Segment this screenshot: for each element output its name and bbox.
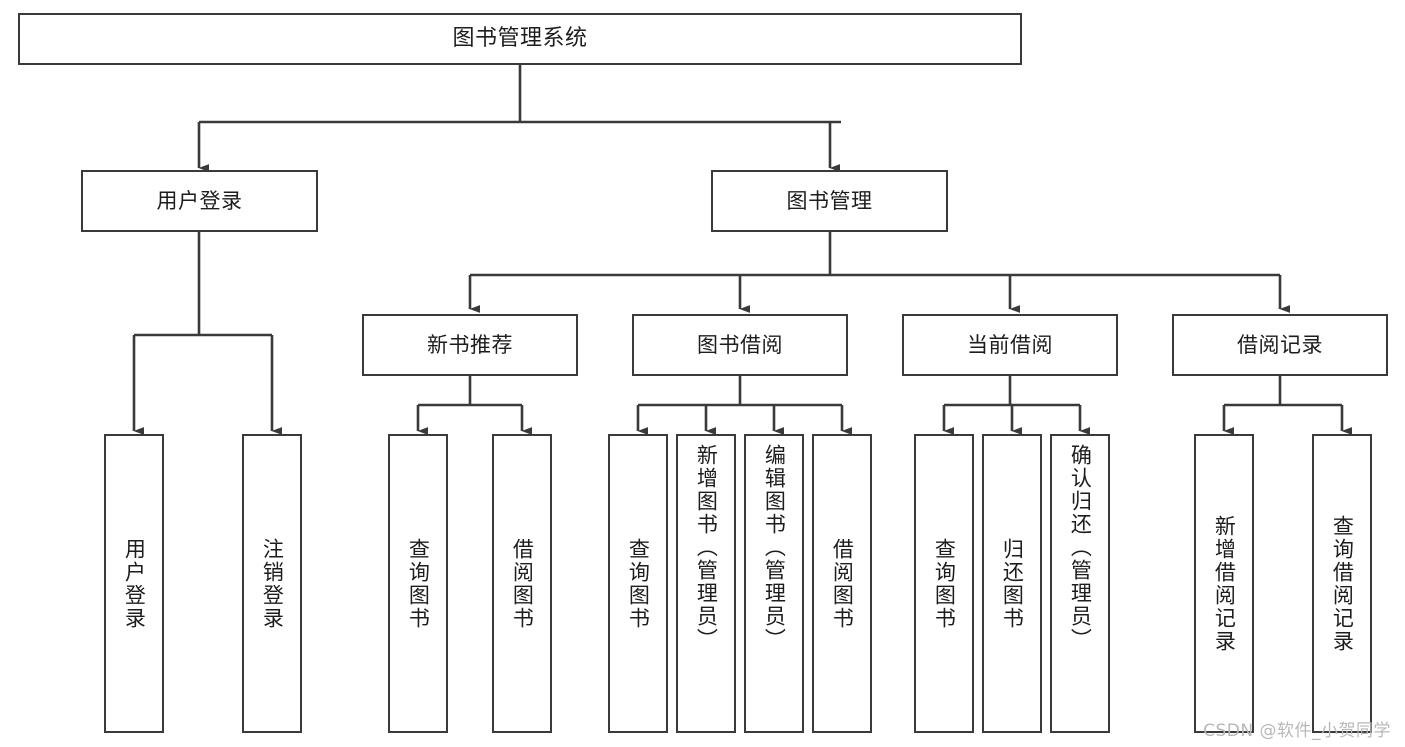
leaf-borrow-edit-book-admin[interactable]: 编辑图书（管理员） [744,434,804,733]
node-new-book-recommend[interactable]: 新书推荐 [362,314,578,376]
leaf-borrow-borrow-book[interactable]: 借阅图书 [812,434,872,733]
node-label: 图书管理系统 [452,26,588,52]
node-label: 借阅记录 [1237,332,1323,357]
node-label: 查询图书 [932,537,957,630]
leaf-user-login[interactable]: 用户登录 [104,434,164,733]
node-label: 借阅图书 [510,537,535,630]
node-label: 新增借阅记录 [1212,514,1237,653]
leaf-current-return-book[interactable]: 归还图书 [982,434,1042,733]
leaf-borrow-query-book[interactable]: 查询图书 [608,434,668,733]
leaf-record-add-borrow-record[interactable]: 新增借阅记录 [1194,434,1254,733]
node-label: 查询借阅记录 [1330,514,1355,653]
node-label: 编辑图书（管理员） [762,444,787,651]
leaf-current-confirm-return-admin[interactable]: 确认归还（管理员） [1050,434,1110,733]
leaf-logout[interactable]: 注销登录 [242,434,302,733]
leaf-new-book-query[interactable]: 查询图书 [388,434,448,733]
node-current-borrow[interactable]: 当前借阅 [902,314,1118,376]
node-label: 确认归还（管理员） [1068,444,1093,651]
node-book-borrow[interactable]: 图书借阅 [632,314,848,376]
leaf-current-query-book[interactable]: 查询图书 [914,434,974,733]
node-label: 用户登录 [122,537,147,630]
node-root-library-system[interactable]: 图书管理系统 [18,13,1022,65]
node-label: 查询图书 [626,537,651,630]
node-user-login[interactable]: 用户登录 [81,170,318,232]
node-label: 借阅图书 [830,537,855,630]
leaf-record-query-borrow-record[interactable]: 查询借阅记录 [1312,434,1372,733]
node-book-management[interactable]: 图书管理 [711,170,948,232]
node-borrow-record[interactable]: 借阅记录 [1172,314,1388,376]
node-label: 归还图书 [1000,537,1025,630]
node-label: 当前借阅 [967,332,1053,357]
node-label: 用户登录 [156,188,243,213]
node-label: 注销登录 [260,537,285,630]
node-label: 新增图书（管理员） [694,444,719,651]
node-label: 图书借阅 [697,332,783,357]
leaf-borrow-add-book-admin[interactable]: 新增图书（管理员） [676,434,736,733]
node-label: 新书推荐 [427,332,513,357]
leaf-new-book-borrow[interactable]: 借阅图书 [492,434,552,733]
node-label: 图书管理 [786,188,873,213]
node-label: 查询图书 [406,537,431,630]
